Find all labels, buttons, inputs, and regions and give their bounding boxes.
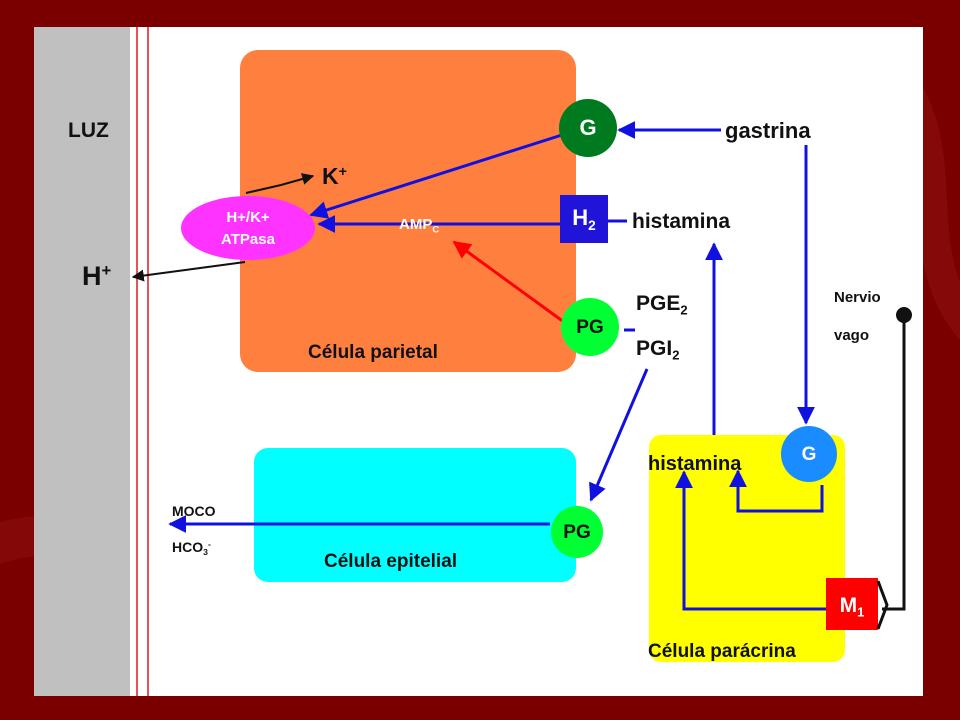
paracrine-histamine-label: histamina bbox=[648, 453, 742, 475]
potassium-ion-label: K+ bbox=[322, 165, 347, 188]
bicarbonate-label: HCO3- bbox=[172, 540, 211, 557]
paracrine-g-label: G bbox=[801, 444, 817, 465]
pge2-subscript: 2 bbox=[680, 302, 688, 318]
h2-subscript: 2 bbox=[588, 217, 596, 233]
m1-synapse-bracket bbox=[876, 580, 889, 630]
camp-label: AMPC bbox=[399, 217, 439, 235]
paracrine-cell-label: Célula parácrina bbox=[648, 641, 796, 662]
h-k-atpase-pump bbox=[181, 196, 315, 260]
hydrogen-charge: + bbox=[101, 261, 112, 280]
arrow-g-receptor-to-pump bbox=[309, 132, 566, 219]
histamine-label: histamina bbox=[632, 210, 731, 233]
arrow-pgi-to-epithelial-pg bbox=[589, 368, 649, 502]
m1-receptor bbox=[826, 578, 878, 630]
epithelial-cell bbox=[254, 448, 576, 582]
pge2-label: PGE2 bbox=[636, 293, 688, 317]
lumen-region bbox=[34, 27, 130, 696]
pump-label-line1: H+/K+ bbox=[226, 209, 270, 226]
vagus-nerve-label-line2: vago bbox=[834, 327, 870, 344]
diagram-panel: LUZ K+ H+ H+/K+ ATPasa AMPC G H2 PG gast… bbox=[34, 27, 923, 696]
pump-label-line2: ATPasa bbox=[221, 231, 275, 248]
paracrine-cell bbox=[649, 435, 845, 662]
g-receptor bbox=[559, 99, 617, 157]
m1-main: M bbox=[839, 594, 858, 617]
g-receptor-paracrine bbox=[781, 426, 837, 482]
arrow-m1-to-histamine bbox=[675, 470, 826, 611]
lumen-label: LUZ bbox=[68, 119, 109, 142]
pge2-main: PGE bbox=[636, 292, 681, 315]
g-receptor-label: G bbox=[579, 115, 597, 140]
pg-receptor-label: PG bbox=[576, 317, 604, 338]
pgi2-main: PGI bbox=[636, 337, 673, 360]
potassium-symbol: K bbox=[322, 163, 339, 189]
epithelial-cell-label: Célula epitelial bbox=[324, 551, 458, 572]
h2-receptor-label: H2 bbox=[560, 205, 608, 233]
gastrin-label: gastrina bbox=[725, 118, 811, 143]
bicarbonate-charge: - bbox=[207, 539, 211, 550]
pg-receptor-parietal bbox=[561, 298, 619, 356]
bicarbonate-main: HCO bbox=[172, 539, 204, 555]
bicarbonate-subscript: 3 bbox=[203, 547, 208, 558]
mucus-label: MOCO bbox=[172, 503, 216, 519]
arrow-h-out-pump bbox=[131, 261, 246, 282]
hydrogen-ion-label: H+ bbox=[82, 261, 112, 292]
h2-main: H bbox=[572, 205, 589, 230]
camp-main: AMP bbox=[399, 216, 433, 233]
gastric-secretion-diagram bbox=[34, 27, 912, 696]
parietal-cell-label: Célula parietal bbox=[308, 342, 438, 363]
potassium-charge: + bbox=[338, 164, 347, 181]
parietal-cell bbox=[240, 50, 576, 372]
pgi2-label: PGI2 bbox=[636, 338, 679, 362]
vagus-nerve-label-line1: Nervio bbox=[834, 289, 881, 306]
hydrogen-symbol: H bbox=[82, 261, 102, 292]
pg-receptor-epithelial bbox=[551, 506, 603, 558]
camp-subscript: C bbox=[432, 224, 440, 235]
m1-subscript: 1 bbox=[857, 604, 865, 620]
h2-receptor bbox=[560, 195, 608, 243]
m1-receptor-label: M1 bbox=[826, 595, 878, 619]
arrow-k-into-pump bbox=[245, 173, 315, 194]
arrow-g-to-histamine bbox=[729, 469, 824, 513]
arrow-pg-to-amp bbox=[452, 240, 569, 327]
epithelial-pg-label: PG bbox=[563, 522, 591, 543]
vagus-nerve-line bbox=[882, 315, 906, 611]
pgi2-subscript: 2 bbox=[672, 347, 680, 363]
